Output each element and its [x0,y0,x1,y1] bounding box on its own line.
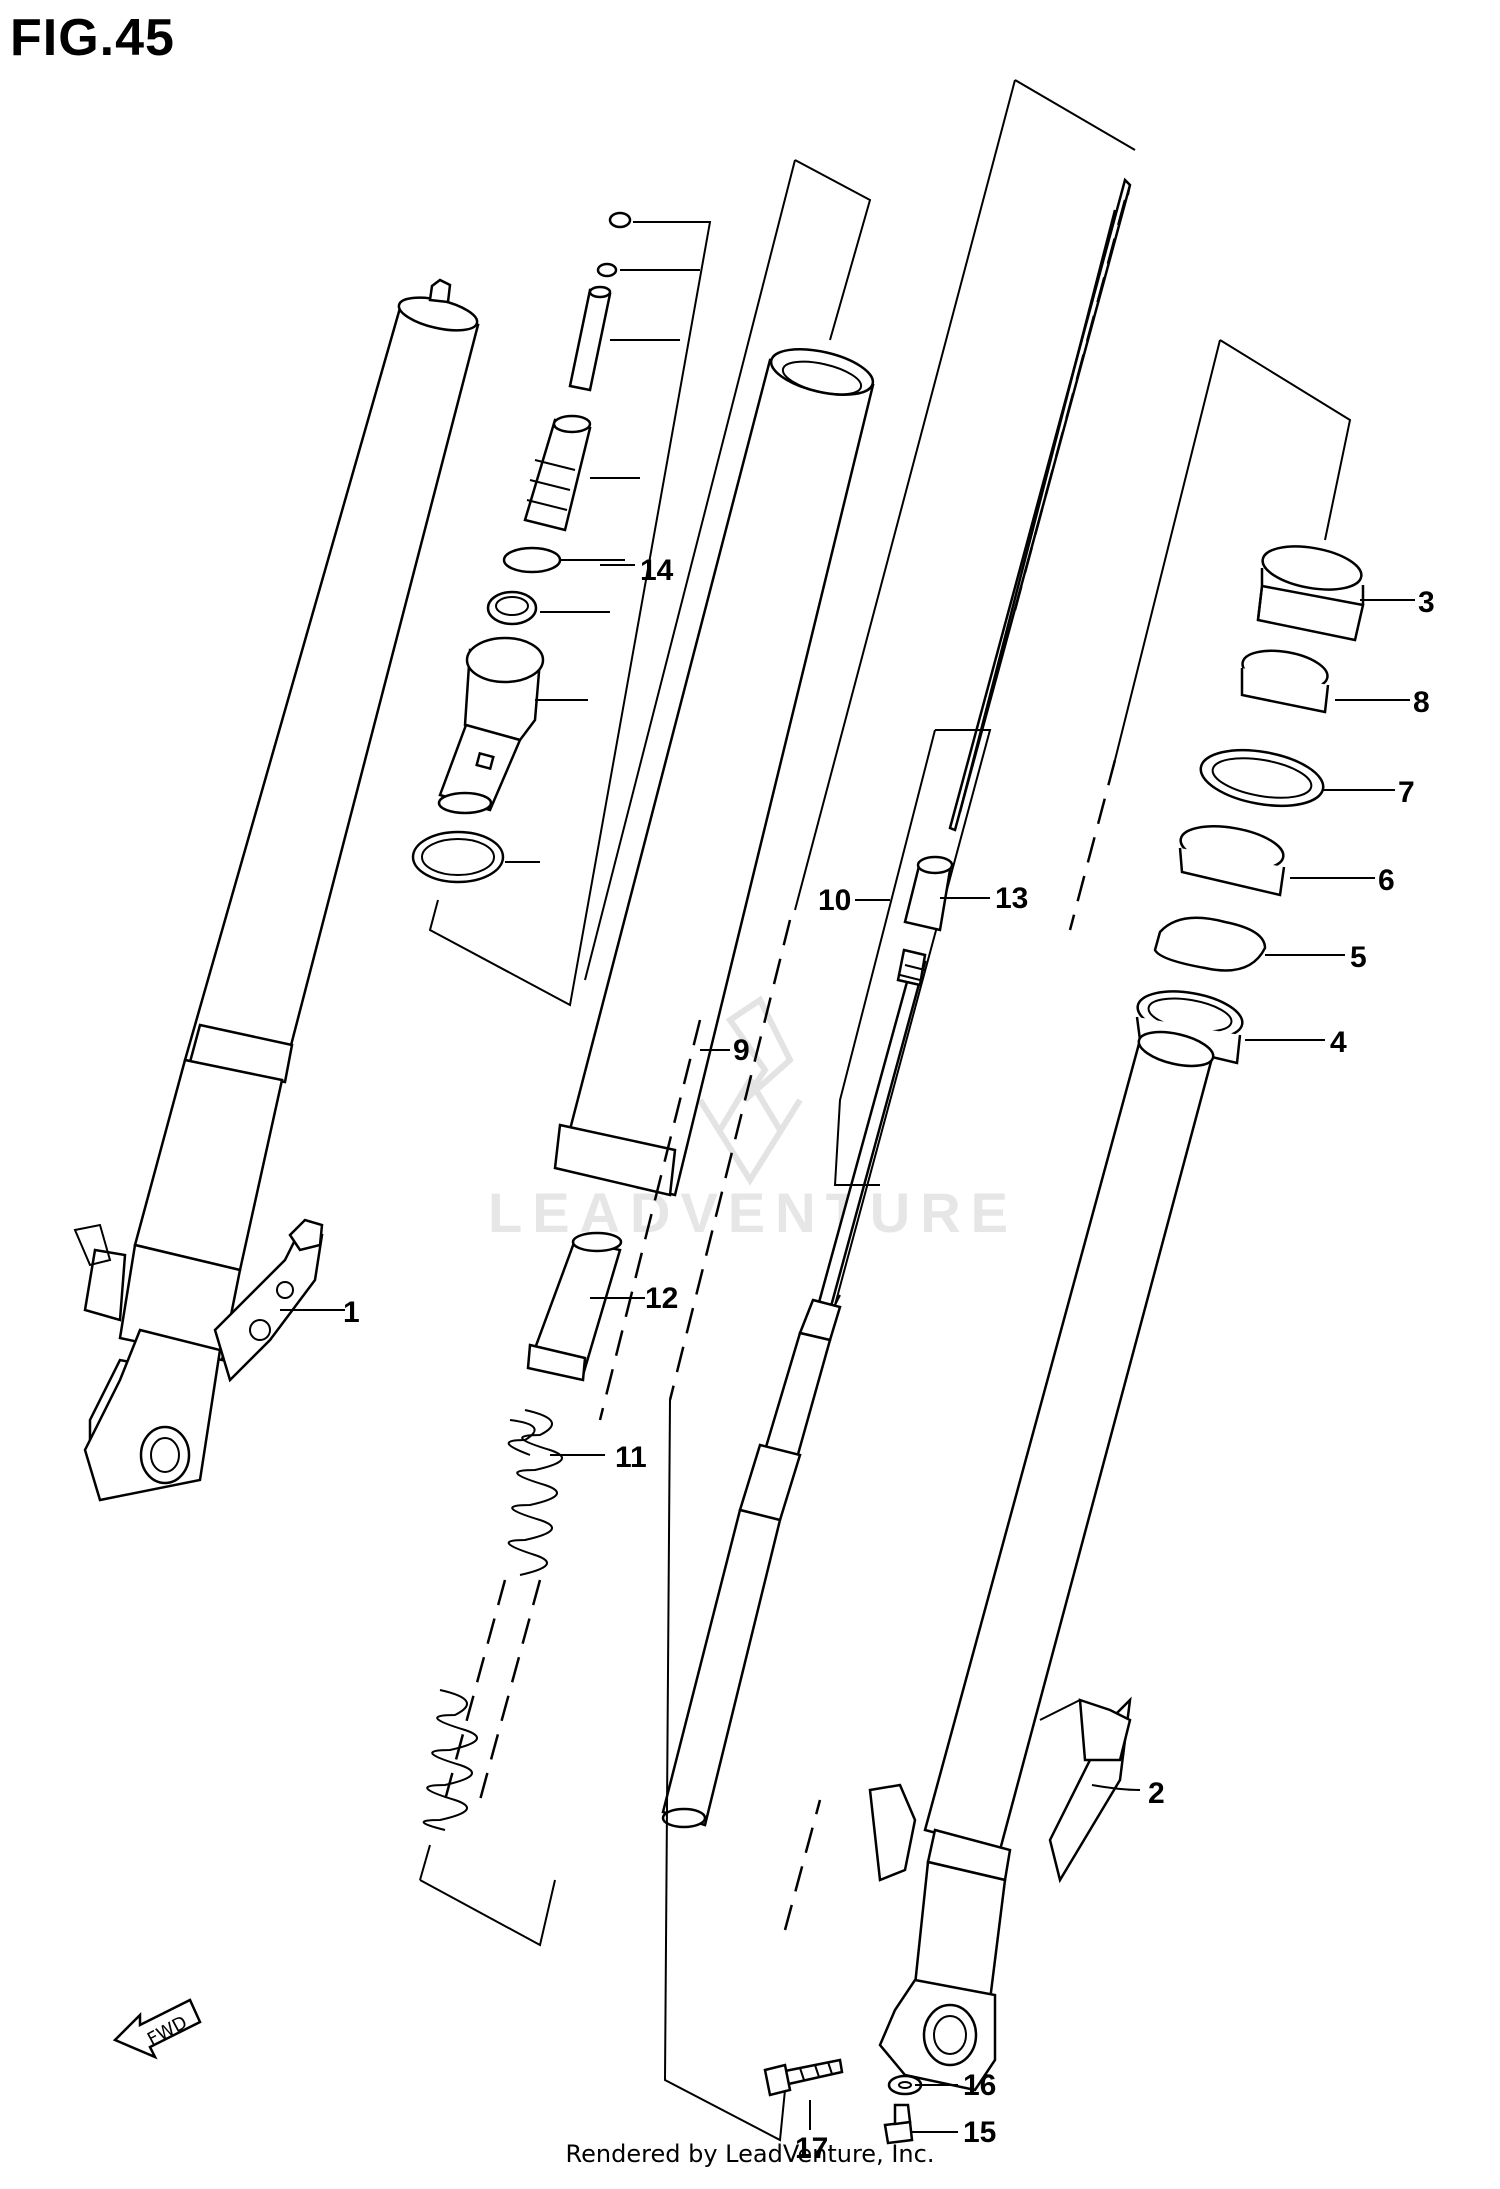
part-17-bolt [763,2058,844,2097]
footer-credit: Rendered by LeadVenture, Inc. [565,2140,935,2168]
callout-1: 1 [343,1296,360,1329]
part-9-inner-tube [553,348,875,1197]
part-13-nut [903,855,954,932]
part-11-spring [422,1409,563,1831]
part-14-assembly [411,211,632,884]
callout-8: 8 [1413,686,1430,719]
part-10-damper-rod [661,948,927,1829]
callout-10: 10 [818,884,851,917]
callout-13: 13 [995,882,1028,915]
parts-3-8-seals [1135,545,1365,1065]
watermark-text: LEADVENTURE [488,1181,1019,1244]
callout-leaders [280,599,1415,2133]
callout-16: 16 [963,2069,996,2102]
part-2-outer-tube-right [868,1030,1215,2092]
callout-7: 7 [1398,776,1415,809]
callout-15: 15 [963,2116,996,2149]
callout-14: 14 [640,554,674,587]
callout-5: 5 [1350,941,1367,974]
callout-17: 17 [795,2132,828,2165]
callout-3: 3 [1418,586,1435,619]
callout-4: 4 [1330,1026,1347,1059]
callout-numbers: 1 2 3 4 5 6 7 8 9 10 11 12 13 14 15 16 1… [343,554,1435,2165]
part-12-spacer [526,1231,623,1382]
callout-6: 6 [1378,864,1395,897]
part-1-outer-tube-left [73,278,480,1502]
callout-9: 9 [733,1034,750,1067]
callout-2: 2 [1148,1777,1165,1810]
figure-title: FIG.45 [10,9,175,67]
part-15-screw [883,2103,914,2145]
callout-12: 12 [645,1282,678,1315]
fwd-arrow-icon: FWD [112,1998,202,2060]
callout-11: 11 [615,1441,647,1474]
